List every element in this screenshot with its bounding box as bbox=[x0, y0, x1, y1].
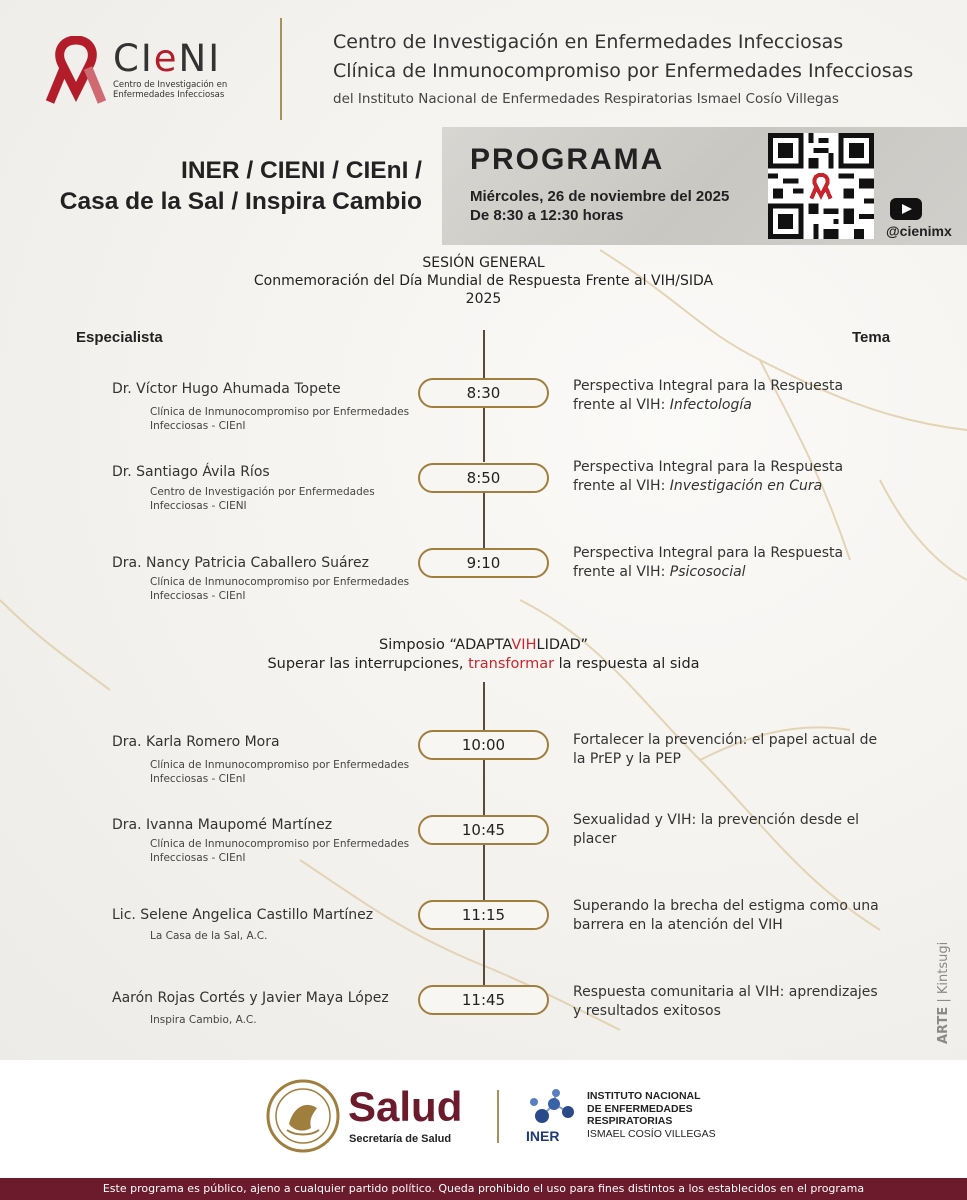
programa-title: PROGRAMA bbox=[470, 143, 665, 176]
time-pill: 9:10 bbox=[418, 548, 549, 578]
header-line-3: del Instituto Nacional de Enfermedades R… bbox=[333, 91, 839, 107]
time-pill: 11:45 bbox=[418, 985, 549, 1015]
speaker-name: Aarón Rojas Cortés y Javier Maya López bbox=[112, 990, 389, 1006]
speaker-name: Dr. Santiago Ávila Ríos bbox=[112, 464, 270, 480]
cieni-logo-subtitle: Centro de Investigación en Enfermedades … bbox=[113, 80, 228, 100]
art-credit-label: ARTE bbox=[936, 1006, 951, 1044]
iner-institution-name: INSTITUTO NACIONAL DE ENFERMEDADES RESPI… bbox=[587, 1090, 716, 1140]
speaker-name: Dr. Víctor Hugo Ahumada Topete bbox=[112, 381, 341, 397]
timeline-line bbox=[483, 930, 485, 985]
time-pill: 10:45 bbox=[418, 815, 549, 845]
programa-hours: De 8:30 a 12:30 horas bbox=[470, 207, 624, 224]
programa-date: Miércoles, 26 de noviembre del 2025 bbox=[470, 188, 730, 205]
header-institution: Centro de Investigación en Enfermedades … bbox=[333, 28, 953, 107]
symposium-title: Simposio “ADAPTAVIHLIDAD” Superar las in… bbox=[267, 637, 700, 672]
organizers-title: INER / CIENI / CIEnI / Casa de la Sal / … bbox=[59, 157, 422, 215]
time-pill: 11:15 bbox=[418, 900, 549, 930]
speaker-affiliation: Inspira Cambio, A.C. bbox=[150, 1014, 257, 1026]
footer-divider bbox=[497, 1090, 499, 1143]
art-credit-artist: Kintsugi bbox=[936, 941, 951, 995]
talk-topic: Sexualidad y VIH: la prevención desde el… bbox=[573, 812, 860, 847]
time-pill: 10:00 bbox=[418, 730, 549, 760]
speaker-affiliation: Clínica de Inmunocompromiso por Enfermed… bbox=[150, 406, 410, 432]
qr-code-icon[interactable] bbox=[768, 133, 874, 239]
iner-logo-text: INER bbox=[526, 1128, 560, 1144]
timeline-line bbox=[483, 406, 485, 462]
speaker-affiliation: Clínica de Inmunocompromiso por Enfermed… bbox=[150, 576, 410, 602]
cieni-logo: CIeNI Centro de Investigación en Enferme… bbox=[113, 37, 228, 101]
cieni-logo-name: CIeNI bbox=[113, 37, 222, 80]
speaker-affiliation: La Casa de la Sal, A.C. bbox=[150, 930, 268, 942]
art-credit: ARTE | Kintsugi bbox=[936, 941, 951, 1044]
time-pill: 8:30 bbox=[418, 378, 549, 408]
mexico-coat-of-arms-icon bbox=[266, 1079, 340, 1153]
talk-topic: Respuesta comunitaria al VIH: aprendizaj… bbox=[573, 984, 878, 1019]
speaker-name: Dra. Karla Romero Mora bbox=[112, 734, 280, 750]
social-handle[interactable]: @cienimx bbox=[886, 223, 952, 239]
talk-topic: Superando la brecha del estigma como una… bbox=[573, 898, 879, 933]
timeline-line bbox=[483, 760, 485, 815]
salud-subtitle: Secretaría de Salud bbox=[349, 1133, 452, 1145]
column-header-tema: Tema bbox=[852, 329, 891, 346]
speaker-affiliation: Centro de Investigación por Enfermedades… bbox=[150, 486, 375, 512]
timeline-line bbox=[483, 330, 485, 378]
speaker-name: Dra. Ivanna Maupomé Martínez bbox=[112, 817, 333, 833]
timeline-line bbox=[483, 845, 485, 900]
cieni-ribbon-logo-icon bbox=[45, 36, 107, 104]
header-line-1: Centro de Investigación en Enfermedades … bbox=[333, 31, 844, 53]
speaker-affiliation: Clínica de Inmunocompromiso por Enfermed… bbox=[150, 838, 410, 864]
talk-topic: Fortalecer la prevención: el papel actua… bbox=[573, 732, 878, 767]
column-header-especialista: Especialista bbox=[76, 329, 163, 346]
speaker-name: Lic. Selene Angelica Castillo Martínez bbox=[112, 907, 374, 923]
kintsugi-cracks-decoration bbox=[0, 249, 967, 1031]
timeline-line bbox=[483, 492, 485, 548]
youtube-icon[interactable] bbox=[890, 198, 922, 220]
programa-box: PROGRAMA Miércoles, 26 de noviembre del … bbox=[442, 127, 967, 245]
session-general-title: SESIÓN GENERAL Conmemoración del Día Mun… bbox=[253, 255, 714, 307]
header-line-2: Clínica de Inmunocompromiso por Enfermed… bbox=[333, 60, 914, 82]
footer: Salud Secretaría de Salud INER INSTITUTO… bbox=[0, 1060, 967, 1178]
time-pill: 8:50 bbox=[418, 463, 549, 493]
timeline-line bbox=[483, 682, 485, 730]
iner-molecule-icon bbox=[530, 1089, 574, 1123]
header-divider bbox=[280, 18, 282, 120]
speaker-affiliation: Clínica de Inmunocompromiso por Enfermed… bbox=[150, 759, 410, 785]
salud-logo-text: Salud bbox=[348, 1083, 463, 1130]
speaker-name: Dra. Nancy Patricia Caballero Suárez bbox=[112, 555, 369, 571]
footer-disclaimer: Este programa es público, ajeno a cualqu… bbox=[0, 1178, 967, 1200]
